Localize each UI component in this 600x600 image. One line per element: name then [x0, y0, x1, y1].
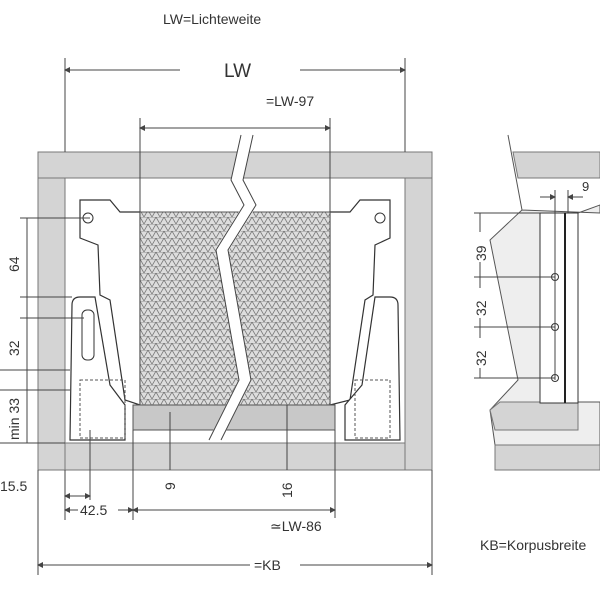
dim-15-5: 15.5: [0, 478, 27, 494]
side-bottom-panel: [489, 401, 579, 431]
bottom-panel: [64, 442, 406, 471]
lw-note: LW=Lichteweite: [163, 11, 261, 27]
right-side-panel: [404, 177, 433, 471]
screw-hole-right: [374, 212, 386, 224]
runner-mechanism: [79, 379, 126, 439]
side-top-panel: [512, 151, 600, 179]
left-side-panel: [37, 177, 66, 471]
side-base-panel: [494, 444, 600, 471]
dim-16: 16: [279, 482, 295, 498]
dim-64: 64: [6, 256, 22, 272]
dim-42-5: 42.5: [80, 502, 107, 518]
side-runner-plate: [539, 212, 579, 404]
side-dim-39: 39: [473, 245, 489, 261]
kb-note: KB=Korpusbreite: [480, 537, 586, 553]
break-line: [208, 134, 257, 441]
lw-dimension: LW: [224, 61, 251, 82]
runner-mechanism-right: [354, 379, 391, 439]
side-dim-32-lower: 32: [473, 350, 489, 366]
side-view: 9 39 32 32 KB=Korpusbreite: [473, 134, 600, 553]
lw-minus-86-dimension: ≃LW-86: [270, 518, 322, 534]
side-dim-9: 9: [582, 179, 589, 194]
drawer: [69, 133, 401, 443]
right-runner: [344, 296, 401, 441]
front-dimensions: LW =LW-97 64 32 min 33 15.5 42.5 9 16 ≃L…: [0, 58, 433, 575]
carcass: [37, 151, 433, 471]
kb-dimension: =KB: [254, 557, 281, 573]
runner-slot: [81, 309, 95, 361]
dim-32: 32: [6, 340, 22, 356]
lw-minus-97-dimension: =LW-97: [266, 93, 314, 109]
dim-9: 9: [162, 482, 178, 490]
dim-min-33: min 33: [6, 398, 22, 440]
break-gap: [209, 133, 257, 443]
side-dim-32-upper: 32: [473, 300, 489, 316]
